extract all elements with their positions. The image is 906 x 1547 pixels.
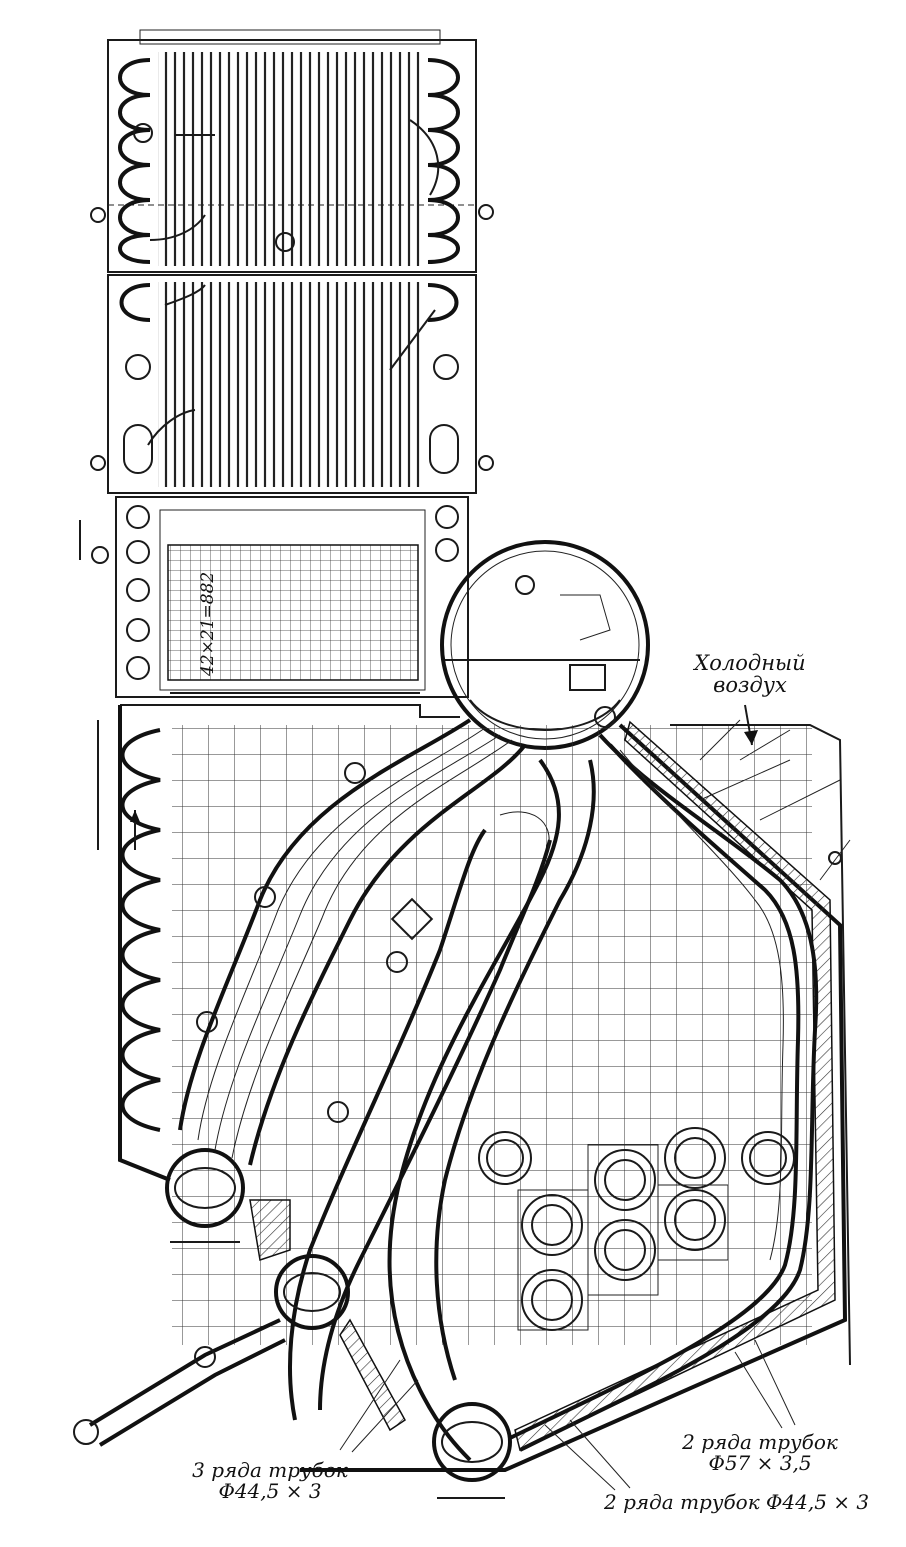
cold-air-label-line1: Холодный — [694, 651, 806, 675]
cold-air-label-line2: воздух — [713, 673, 787, 698]
right-tubes-a-label-line1: 2 ряда трубок — [682, 1430, 838, 1454]
left-tubes-label-line2: Φ44,5 × 3 — [218, 1479, 322, 1503]
economizer-upper-block — [90, 29, 494, 273]
cold-air-label: Холодный воздух — [680, 652, 820, 696]
right-tubes-b-label: 2 ряда трубок Φ44,5 × 3 — [604, 1490, 870, 1514]
left-tubes-label: 3 ряда трубок Φ44,5 × 3 — [170, 1460, 370, 1502]
tube-bundle-left — [178, 718, 527, 1166]
inspection-holes — [196, 762, 434, 1123]
furnace-enclosure — [118, 704, 851, 1472]
burner-ports — [478, 1127, 795, 1331]
grid-dimension-label: 42×21=882 — [198, 571, 218, 676]
lower-headers — [73, 1148, 512, 1499]
air-heater-section — [79, 496, 469, 698]
tube-bundle-middle — [288, 758, 596, 1462]
right-tubes-a-label: 2 ряда трубок Φ57 × 3,5 — [660, 1432, 860, 1474]
left-serpentine-coil — [97, 720, 161, 1132]
left-tubes-label-line1: 3 ряда трубок — [192, 1458, 348, 1482]
right-tubes-a-label-line2: Φ57 × 3,5 — [708, 1451, 812, 1475]
economizer-lower-block — [90, 274, 494, 494]
tube-bundle-right — [509, 733, 819, 1452]
steam-drum — [440, 540, 650, 750]
annotation-leaders — [339, 704, 796, 1491]
